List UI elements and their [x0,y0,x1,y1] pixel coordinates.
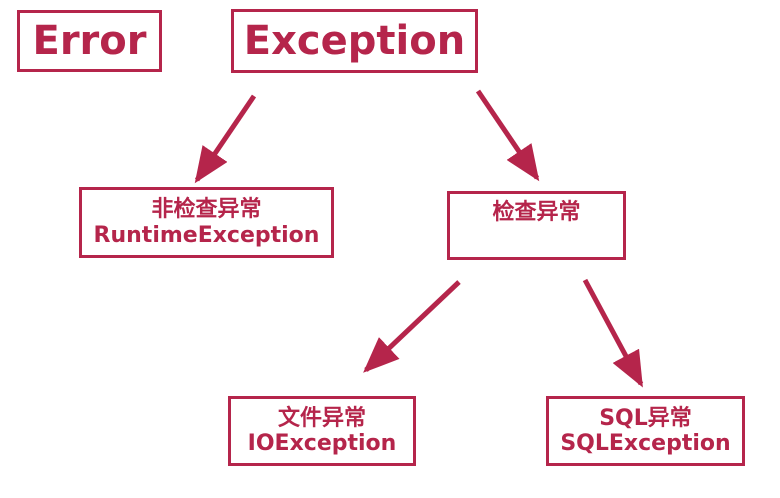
error-label: Error [32,18,147,64]
arrow-exception-to-checked [475,89,540,182]
io-title: 文件异常 [277,405,366,431]
unchecked-exception-node: 非检查异常 RuntimeException [79,187,334,258]
arrow-exception-to-unchecked [194,94,257,184]
checked-title: 检查异常 [492,200,581,225]
sql-title: SQL异常 [599,405,692,431]
arrow-checked-to-io [363,280,461,373]
exception-node: Exception [231,9,478,73]
exception-label: Exception [243,18,466,64]
sql-subtitle: SQLException [560,431,731,456]
io-subtitle: IOException [247,431,397,456]
sql-exception-node: SQL异常 SQLException [546,396,745,466]
error-node: Error [17,10,162,72]
checked-exception-node: 检查异常 [447,191,626,260]
unchecked-title: 非检查异常 [151,197,262,223]
io-exception-node: 文件异常 IOException [228,396,416,466]
arrow-checked-to-sql [582,278,644,388]
unchecked-subtitle: RuntimeException [93,222,320,248]
